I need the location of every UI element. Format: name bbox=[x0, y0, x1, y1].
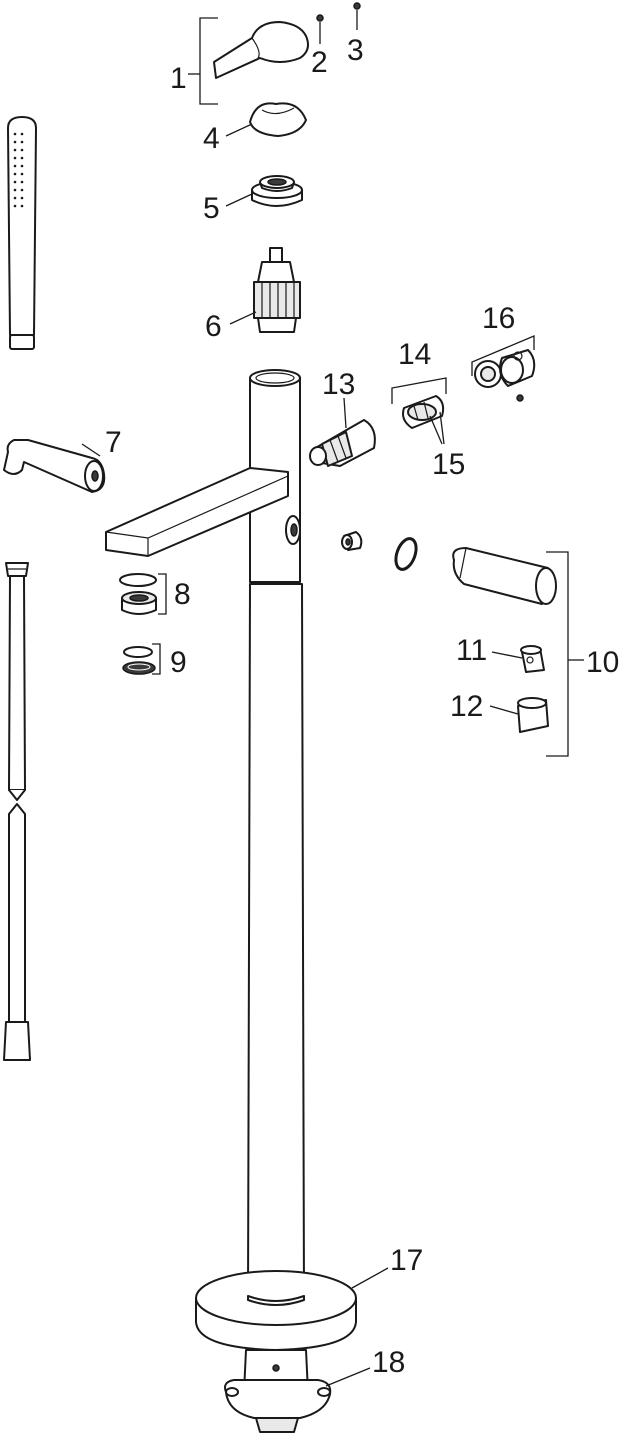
diverter-insert bbox=[309, 419, 376, 467]
small-valve bbox=[402, 395, 445, 429]
aerator-set-8 bbox=[119, 573, 157, 615]
floor-connection bbox=[224, 1349, 332, 1433]
leader-lines bbox=[81, 10, 584, 1387]
callout-11: 11 bbox=[456, 634, 487, 667]
callout-18: 18 bbox=[372, 1346, 405, 1379]
callout-9: 9 bbox=[170, 646, 187, 679]
callout-15: 15 bbox=[432, 448, 465, 481]
riser-column bbox=[247, 583, 305, 1301]
screw-2 bbox=[316, 14, 324, 22]
small-fitting bbox=[341, 531, 363, 551]
callout-6: 6 bbox=[205, 310, 222, 343]
callout-7: 7 bbox=[105, 426, 122, 459]
callout-13: 13 bbox=[322, 368, 355, 401]
mixer-body bbox=[105, 369, 301, 586]
callout-2: 2 bbox=[311, 46, 328, 79]
shower-holder bbox=[3, 439, 106, 493]
shower-outlet bbox=[452, 547, 557, 605]
callout-17: 17 bbox=[390, 1244, 423, 1277]
aerator-insert-11 bbox=[520, 645, 545, 673]
shower-hose bbox=[3, 562, 31, 1061]
escutcheon-ring bbox=[474, 349, 536, 402]
aerator-insert-12 bbox=[517, 697, 549, 733]
o-ring bbox=[394, 537, 418, 571]
cover-cap bbox=[249, 102, 307, 137]
floor-rosette bbox=[195, 1270, 357, 1351]
callout-1: 1 bbox=[170, 62, 187, 95]
cartridge-nut bbox=[251, 175, 303, 207]
callout-16: 16 bbox=[482, 302, 515, 335]
callout-5: 5 bbox=[203, 192, 220, 225]
aerator-set-9 bbox=[122, 646, 156, 675]
lever-handle bbox=[213, 21, 309, 79]
callout-3: 3 bbox=[347, 34, 364, 67]
callout-14: 14 bbox=[398, 338, 431, 371]
callout-10: 10 bbox=[586, 646, 619, 679]
callout-12: 12 bbox=[450, 690, 483, 723]
hand-shower bbox=[7, 116, 37, 350]
cartridge bbox=[253, 247, 301, 333]
callout-8: 8 bbox=[174, 578, 191, 611]
screw-3 bbox=[353, 2, 361, 10]
callout-4: 4 bbox=[203, 122, 220, 155]
